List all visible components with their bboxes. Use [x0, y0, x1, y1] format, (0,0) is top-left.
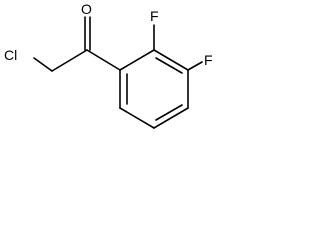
ring-double-bond-1: [155, 57, 183, 74]
bond-carbonyl-ring: [86, 49, 121, 71]
ring-bond-1: [119, 49, 155, 71]
ring-bond-4: [153, 107, 189, 129]
ring-bond-2: [153, 49, 189, 71]
bond-ch2-carbonyl: [51, 49, 88, 72]
bond-ring-f-meta: [187, 61, 203, 71]
ring-bond-5: [119, 107, 155, 129]
bond-cl-ch2: [33, 57, 53, 72]
ring-double-bond-2: [155, 104, 183, 121]
atom-label-fluorine-ortho: F: [150, 8, 159, 24]
atom-label-oxygen: O: [81, 1, 92, 17]
chemical-structure: O Cl F F: [4, 1, 213, 129]
atom-label-fluorine-meta: F: [204, 52, 213, 68]
atom-label-chlorine: Cl: [4, 47, 17, 63]
